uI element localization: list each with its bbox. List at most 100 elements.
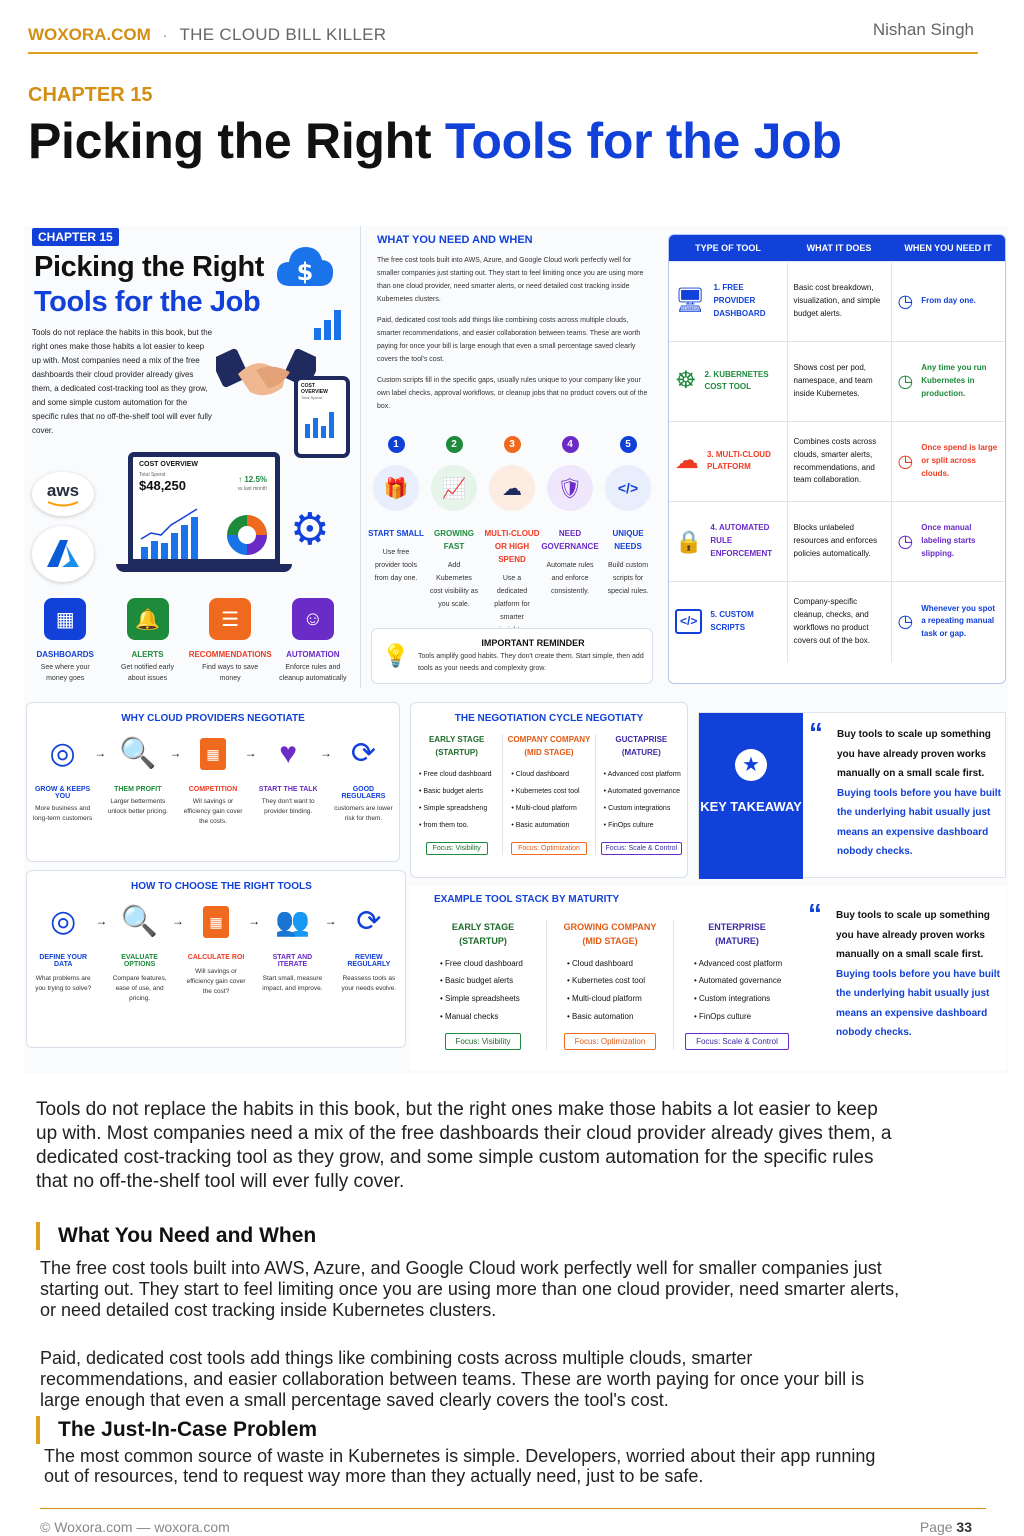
body-para-1: The free cost tools built into AWS, Azur… (40, 1258, 900, 1320)
feature-recommendations: ☰ RECOMMENDATIONS Find ways to save mone… (189, 598, 272, 684)
focus-tag: Focus: Visibility (444, 1033, 522, 1051)
feature-automation: ☺ AUTOMATION Enforce rules and cleanup a… (272, 598, 354, 684)
step-3: 3 ☁ MULTI-CLOUD OR HIGH SPEND Use a dedi… (483, 436, 541, 637)
choose-item-title: DEFINE YOUR DATA (39, 954, 88, 968)
need-p1: The free cost tools built into AWS, Azur… (377, 257, 644, 303)
gear-icon: ⚙ (290, 505, 330, 554)
list-item: • Advanced cost platform (694, 958, 783, 968)
col-header: WHEN YOU NEED IT (891, 235, 1005, 262)
cycle-col: COMPANY COMPANY(MID STAGE) • Cloud dashb… (503, 734, 596, 855)
negotiate-title: WHY CLOUD PROVIDERS NEGOTIATE (121, 713, 305, 724)
need-p3: Custom scripts fill in the specific gaps… (377, 377, 648, 410)
focus-tag: Focus: Optimization (563, 1033, 657, 1051)
step-number: 4 (561, 436, 579, 453)
stack-col: EARLY STAGE(STARTUP) • Free cloud dashbo… (420, 920, 547, 1051)
quote-mark-icon: “ (808, 898, 822, 929)
dashboard-icon: ▦ (44, 598, 87, 640)
tool-name: 2. KUBERNETES COST TOOL (704, 369, 769, 392)
stage-sub: (STARTUP) (459, 936, 507, 947)
tool-name: 4. AUTOMATED RULE ENFORCEMENT (710, 523, 773, 558)
focus-tag: Focus: Visibility (425, 841, 488, 855)
choose-title: HOW TO CHOOSE THE RIGHT TOOLS (131, 881, 312, 892)
arrow-right-icon: → (169, 746, 182, 760)
aws-logo: aws (32, 472, 94, 516)
laptop-base (116, 564, 292, 572)
stack-list: • Advanced cost platform • Automated gov… (674, 955, 800, 1025)
stage-sub: (MATURE) (715, 936, 759, 947)
step-number: 5 (619, 436, 637, 453)
lock-icon: 🔒 (675, 528, 703, 554)
helm-icon: ☸ (675, 367, 697, 395)
hero-intro: Tools do not replace the habits in this … (32, 328, 213, 435)
arrow-right-icon: → (94, 746, 107, 760)
stage-sub: (MID STAGE) (524, 747, 574, 757)
calculator-icon: ▦ (200, 738, 226, 770)
section-heading-need: What You Need and When (36, 1222, 316, 1250)
handshake-icon (211, 334, 321, 419)
step-1: 1 🎁 START SMALL Use free provider tools … (367, 436, 425, 637)
hero-title: Picking the Right Tools for the Job (34, 250, 264, 320)
stack-stage: EARLY STAGE(STARTUP) (420, 920, 546, 949)
cycle-icon: ⟳ (356, 905, 382, 938)
brand-link[interactable]: WOXORA.COM (28, 25, 151, 44)
tool-does: Combines costs across clouds, smarter al… (786, 421, 891, 502)
tool-when: From day one. (921, 296, 976, 306)
tool-when: Any time you run Kubernetes in productio… (921, 363, 987, 398)
tool-does: Shows cost per pod, namespace, and team … (786, 341, 891, 422)
robot-icon: ☺ (291, 598, 334, 640)
body-para-3: The most common source of waste in Kuber… (44, 1446, 876, 1486)
laptop-change-sub: vs last month (237, 486, 267, 492)
tool-when: Whenever you spot a repeating manual tas… (921, 603, 996, 639)
step-title: UNIQUE NEEDS (612, 529, 644, 551)
negotiate-item: ♥ START THE TALK They don't want to prov… (257, 736, 320, 826)
step-title: START SMALL (368, 529, 424, 538)
clock-icon: ◷ (897, 531, 914, 552)
step-title: MULTI-CLOUD OR HIGH SPEND (484, 529, 540, 564)
hero-title-line1: Picking the Right (34, 251, 265, 283)
tool-name: 3. MULTI-CLOUD PLATFORM (707, 449, 771, 472)
stack-col: ENTERPRISE (MATURE) • Advanced cost platf… (674, 920, 800, 1051)
step-2: 2 📈 GROWING FAST Add Kubernetes cost vis… (425, 436, 483, 637)
page-label: Page (919, 1519, 953, 1535)
header-separator: · (162, 27, 168, 43)
negotiate-item-desc: Wil savings or efficiency gain cover the… (183, 798, 243, 825)
stage-sub: (STARTUP) (435, 747, 478, 757)
feature-title: AUTOMATION (286, 650, 340, 659)
cloud-dollar-icon: $ (274, 240, 336, 292)
tool-does: Blocks unlabeled resources and enforces … (786, 501, 891, 582)
list-item: • Kubernetes cost tool (511, 787, 580, 795)
table-row: ☁3. MULTI-CLOUD PLATFORM Combines costs … (669, 421, 1005, 502)
list-item: • Basic automation (511, 821, 570, 829)
arrow-right-icon: → (171, 914, 184, 928)
list-item: • Multi-cloud platform (567, 993, 642, 1003)
need-p2: Paid, dedicated cost tools add things li… (377, 317, 641, 363)
quote-blue: Buying tools before you have built the u… (836, 968, 1000, 1039)
arrow-right-icon: → (324, 914, 337, 928)
col-header: TYPE OF TOOL (669, 235, 787, 262)
arrow-right-icon: → (95, 914, 108, 928)
stage-name: ENTERPRISE (708, 922, 766, 932)
choose-item: 👥 START AND ITERATE Start small, measure… (260, 904, 324, 1003)
author-name: Nishan Singh (872, 20, 974, 39)
choose-item-desc: What problems are you trying to solve? (35, 975, 92, 992)
list-item: • Custom integrations (603, 804, 671, 812)
cycle-col: EARLY STAGE(STARTUP) • Free cloud dashbo… (411, 734, 504, 855)
step-desc: Use free provider tools from day one. (374, 549, 418, 582)
need-steps: 1 🎁 START SMALL Use free provider tools … (367, 436, 657, 637)
arrow-right-icon: → (248, 914, 261, 928)
focus-tag: Focus: Scale & Control (685, 1033, 789, 1051)
list-item: • Cloud dashboard (511, 770, 570, 778)
negotiate-item-title: THEM PROFIT (114, 786, 162, 793)
tablet-chart (305, 412, 334, 438)
target-icon: ◎ (50, 905, 77, 938)
laptop-chart (140, 508, 267, 559)
negotiate-item: 🔍 THEM PROFIT Larger betterments unlock … (106, 736, 169, 826)
aws-smile-icon (47, 501, 79, 507)
cycle-cols: EARLY STAGE(STARTUP) • Free cloud dashbo… (411, 734, 687, 855)
negotiate-item-desc: customers are lower risk for them. (334, 805, 393, 822)
list-item: • Custom integrations (694, 993, 771, 1003)
clock-icon: ◷ (897, 451, 914, 472)
step-number: 2 (445, 436, 463, 453)
choose-item: 🔍 EVALUATE OPTIONS Compare features, eas… (107, 904, 171, 1003)
cycle-list: • Free cloud dashboard • Basic budget al… (411, 766, 502, 834)
